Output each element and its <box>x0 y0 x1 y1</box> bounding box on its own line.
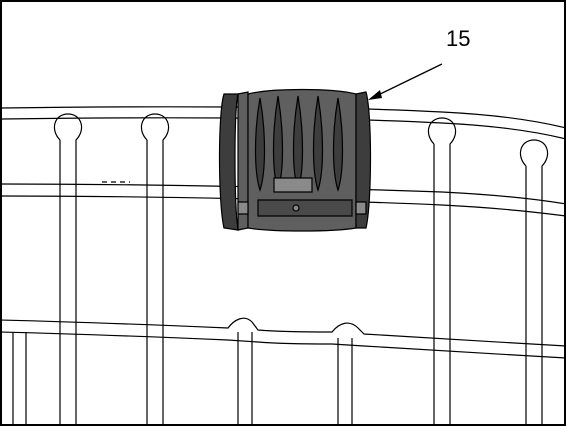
rail-bottom-upper <box>2 317 564 347</box>
callout-label: 15 <box>446 26 471 51</box>
clip-part <box>218 88 372 232</box>
callout-leader <box>368 63 443 100</box>
rail-top-upper <box>2 106 564 129</box>
rail-bottom-lower <box>2 331 564 359</box>
post-1 <box>237 332 253 424</box>
tine-1 <box>53 113 83 424</box>
rail-middle-upper <box>2 183 564 205</box>
tine-2 <box>140 113 170 424</box>
tine-3 <box>427 117 457 424</box>
rail-middle-lower <box>2 195 564 217</box>
rail-top-lower <box>2 117 564 140</box>
tine-4 <box>519 139 549 424</box>
post-2 <box>337 338 353 424</box>
